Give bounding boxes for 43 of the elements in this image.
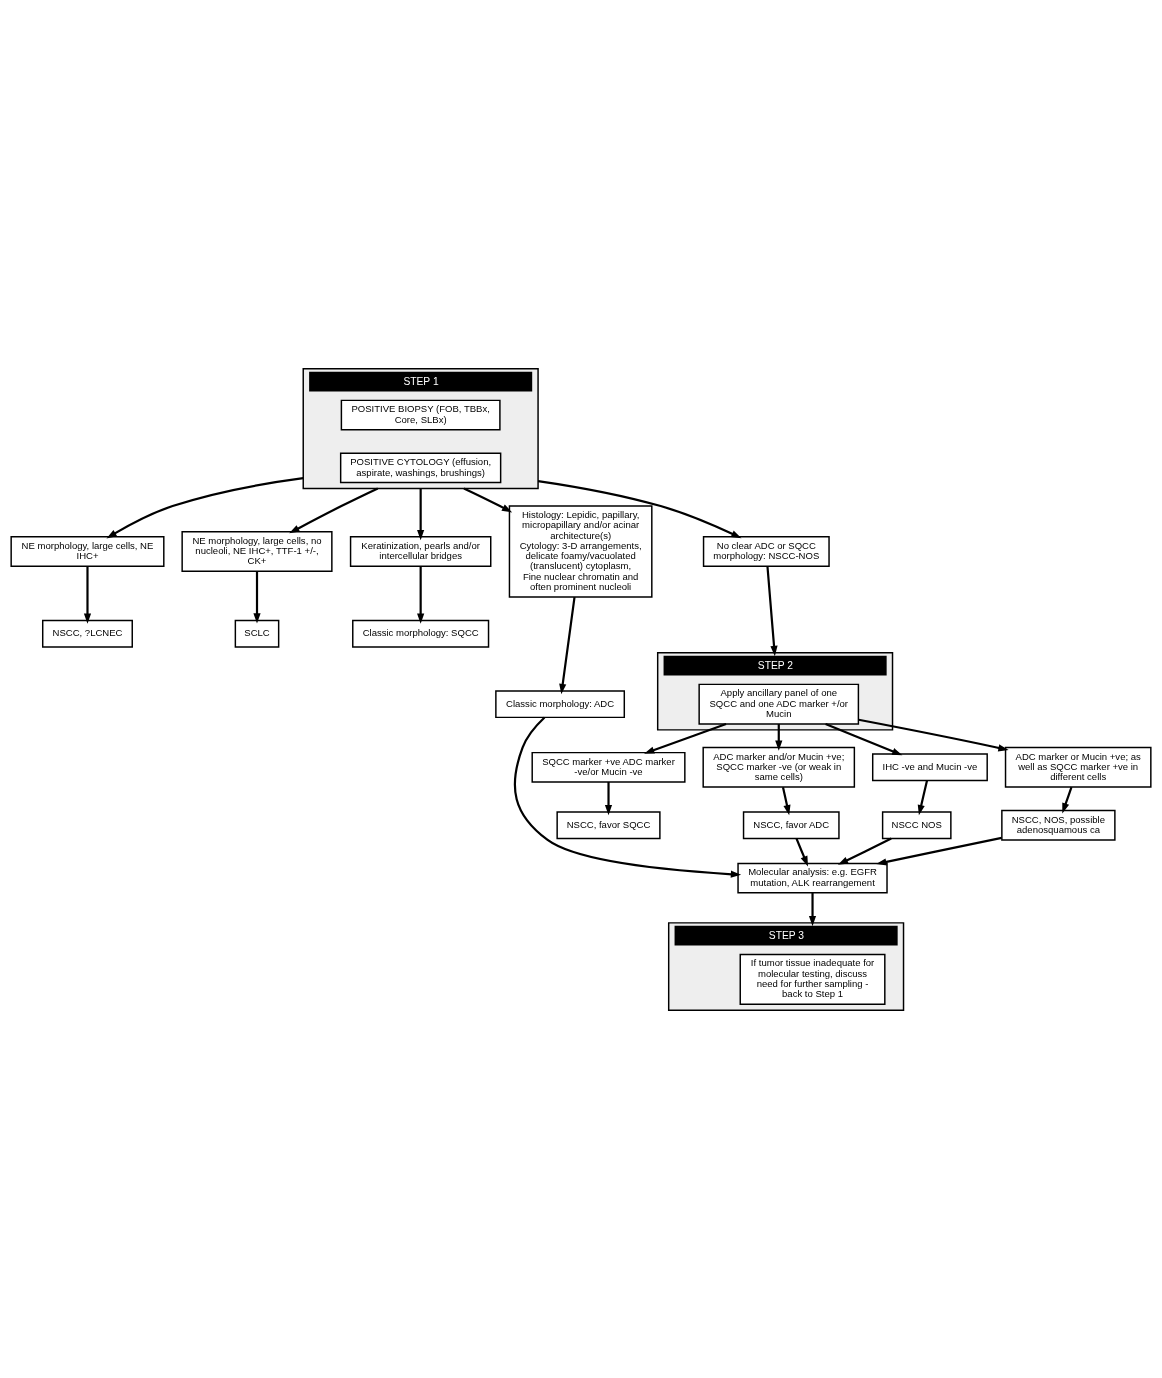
arrow	[106, 476, 304, 538]
arrow	[463, 486, 513, 512]
node-box: If tumor tissue inadequate for molecular testing, discuss need for further sampling - back to Step 1	[739, 953, 886, 1005]
arrow	[808, 892, 817, 926]
arrow	[858, 718, 1009, 751]
arrow	[795, 837, 808, 866]
arrow	[1062, 786, 1073, 813]
arrow	[417, 565, 425, 624]
node-box: POSITIVE CYTOLOGY (effusion, aspirate, washings, brushings)	[339, 451, 502, 483]
node-box: Molecular analysis: e.g. EGFR mutation, ALK rearrangement	[737, 862, 888, 893]
arrow	[417, 487, 425, 540]
arrow	[781, 786, 791, 815]
node-box: No clear ADC or SQCC morphology: NSCC-NOS	[702, 535, 830, 567]
node-box: NSCC, favor ADC	[742, 810, 840, 839]
arrow	[289, 486, 379, 533]
node-box: Classic morphology: SQCC	[352, 619, 490, 648]
arrow	[513, 716, 742, 878]
arrow	[559, 596, 576, 694]
node-box: IHC -ve and Mucin -ve	[871, 752, 988, 781]
node-box: NE morphology, large cells, no nucleoli, NE IHC+, TTF-1 +/-, CK+	[181, 530, 333, 572]
node-box: Classic morphology: ADC	[495, 689, 626, 718]
node-box: NSCC, ?LCNEC	[42, 619, 133, 648]
node-box: SQCC marker +ve ADC marker -ve/or Mucin -ve	[531, 751, 686, 783]
node-box: ADC marker and/or Mucin +ve; SQCC marker -ve (or weak in same cells)	[702, 746, 856, 788]
node-box: NSCC, favor SQCC	[556, 810, 661, 839]
node-box: Keratinization, pearls and/or intercellular bridges	[349, 535, 492, 567]
arrow	[825, 722, 903, 755]
arrow	[253, 570, 261, 624]
node-box: NE morphology, large cells, NE IHC+	[10, 535, 165, 567]
arrow	[83, 565, 92, 624]
node-box: POSITIVE BIOPSY (FOB, TBBx, Core, SLBx)	[340, 399, 501, 430]
arrow	[837, 837, 892, 865]
node-box: SCLC	[234, 619, 280, 648]
node-box: NSCC NOS	[881, 810, 952, 839]
arrow	[876, 836, 1002, 865]
arrow	[917, 779, 929, 815]
node-box: Apply ancillary panel of one SQCC and one ADC marker +/or Mucin	[698, 683, 860, 725]
arrow	[537, 479, 742, 538]
node-box: Histology: Lepidic, papillary, micropapillary and/or acinar architecture(s) Cytology: 3-D arrangements, delicate foamy/vacuolated (translucent) cytoplasm, Fine nuclear chromatin and often prominent nucleoli	[508, 504, 653, 598]
node-box: NSCC, NOS, possible adenosquamous ca	[1001, 809, 1116, 841]
arrow	[604, 781, 613, 815]
arrow	[766, 565, 778, 656]
node-box: ADC marker or Mucin +ve; as well as SQCC marker +ve in different cells	[1004, 746, 1152, 788]
